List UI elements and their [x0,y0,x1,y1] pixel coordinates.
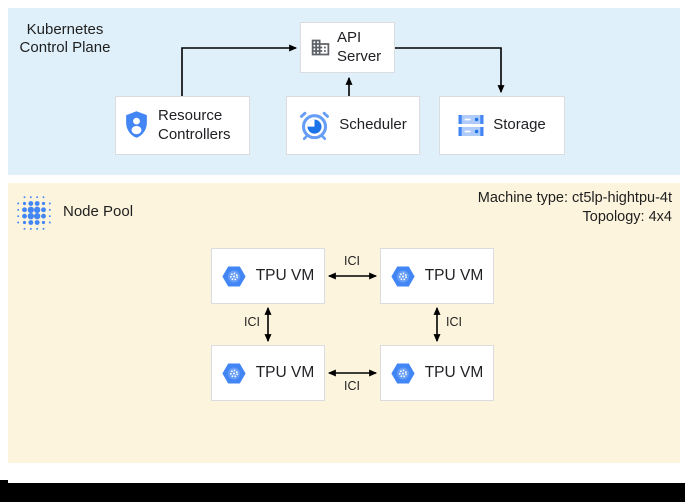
bottom-bar-nub [0,480,8,484]
topology-text: Topology: 4x4 [582,209,672,225]
server-stack-icon [458,114,484,138]
node-label: TPU VM [424,267,484,285]
ici-label-bottom: ICI [344,379,360,393]
dot-matrix-icon [15,194,53,232]
ici-label-right: ICI [446,315,462,329]
node-pool-title: Node Pool [63,203,134,220]
node-label: TPU VM [424,364,484,382]
node-label: TPU VM [255,267,315,285]
node-label: TPU VM [255,364,315,382]
shield-user-icon [123,110,150,141]
alarm-clock-icon [299,111,330,141]
hexagon-chip-icon [222,266,246,287]
node-label: Resource Controllers [158,106,231,143]
node-tpu-vm-4: TPU VM [380,345,494,401]
hexagon-chip-icon [391,266,415,287]
ici-label-top: ICI [344,254,360,268]
node-label: Scheduler [339,116,407,134]
node-label: API Server [337,28,382,65]
node-tpu-vm-2: TPU VM [380,248,494,304]
node-pool-machine-info: Machine type: ct5lp-hightpu-4t Topology:… [478,189,672,227]
node-tpu-vm-3: TPU VM [211,345,325,401]
node-resource-controllers: Resource Controllers [115,96,250,155]
building-domain-icon [310,37,331,58]
node-label: Storage [493,116,546,134]
node-pool-panel [8,183,680,463]
machine-type-text: Machine type: ct5lp-hightpu-4t [477,190,672,206]
hexagon-chip-icon [222,363,246,384]
node-tpu-vm-1: TPU VM [211,248,325,304]
bottom-black-bar [0,483,685,502]
ici-label-left: ICI [244,315,260,329]
node-api-server: API Server [300,22,395,73]
hexagon-chip-icon [391,363,415,384]
node-storage: Storage [439,96,565,155]
node-scheduler: Scheduler [286,96,420,155]
control-plane-title: Kubernetes Control Plane [19,21,111,56]
